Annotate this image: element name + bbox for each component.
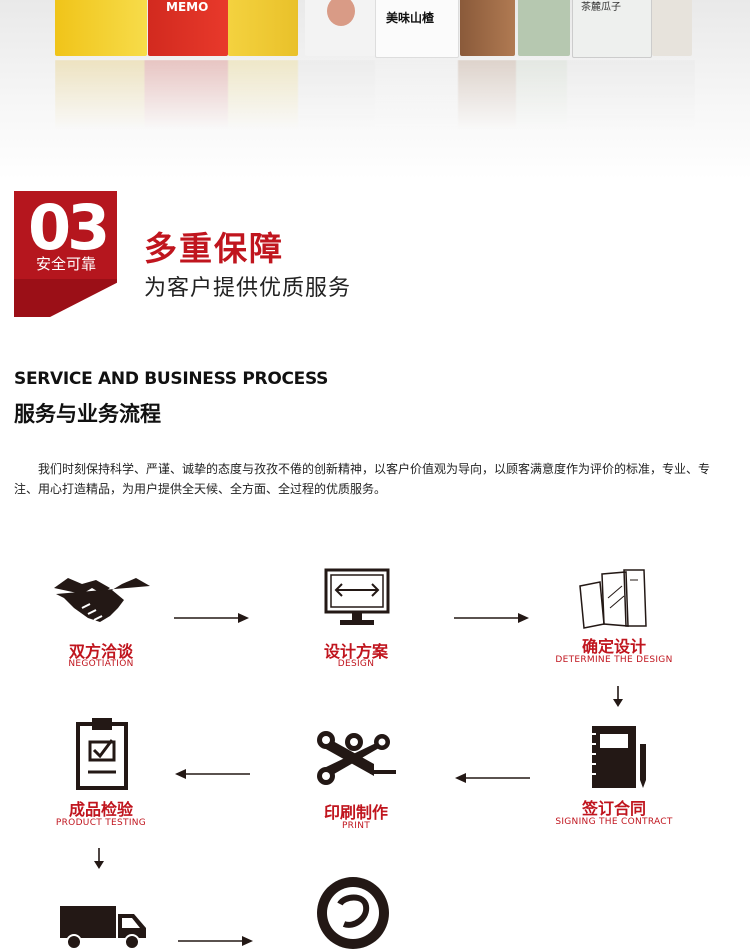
arrow-left-icon	[455, 773, 530, 783]
step-en-testing: PRODUCT TESTING	[55, 818, 147, 828]
package-hawthorn-text: 美味山楂	[386, 11, 435, 25]
step-label-contract: 签订合同	[581, 799, 646, 818]
package-memo-text: MEMO	[166, 0, 209, 14]
arrow-down-icon	[94, 848, 104, 869]
process-heading-cn: 服务与业务流程	[14, 402, 161, 426]
step-en-determine: DETERMINE THE DESIGN	[555, 655, 673, 665]
section-title: 多重保障	[144, 229, 284, 268]
arrow-left-icon	[175, 769, 250, 779]
package-character	[305, 0, 375, 56]
process-heading-en: SERVICE AND BUSINESS PROCESS	[14, 369, 329, 389]
print-rollers-icon	[317, 731, 396, 785]
package-snack-yellow	[55, 0, 147, 56]
step-label-testing: 成品检验	[68, 800, 133, 819]
step-en-negotiation: NEGOTIATION	[68, 659, 134, 669]
arrow-right-icon	[174, 613, 249, 623]
section-subtitle: 为客户提供优质服务	[144, 276, 352, 301]
banner-reflection	[55, 60, 695, 130]
notebook-icon	[590, 726, 646, 788]
product-banner: MEMO 美味山楂 茶麓瓜子	[0, 0, 750, 180]
arrow-right-icon	[454, 613, 529, 623]
step-en-design: DESIGN	[337, 659, 375, 669]
step-en-print: PRINT	[341, 821, 371, 831]
package-seeds-text: 茶麓瓜子	[581, 2, 621, 13]
package-seeds: 茶麓瓜子	[572, 0, 652, 58]
handshake-icon	[54, 578, 150, 622]
package-hawthorn: 美味山楂	[375, 0, 459, 58]
step-label-print: 印刷制作	[323, 803, 388, 822]
monitor-icon	[324, 568, 390, 625]
package-dates	[652, 0, 692, 56]
service-circle-icon	[317, 877, 389, 949]
step-label-negotiation: 双方洽谈	[68, 642, 133, 661]
badge-label: 安全可靠	[26, 251, 106, 277]
bags-icon	[579, 569, 647, 629]
process-description: 我们时刻保持科学、严谨、诚挚的态度与孜孜不倦的创新精神，以客户价值观为导向，以顾…	[14, 462, 711, 496]
package-banana	[228, 0, 298, 56]
package-memo: MEMO	[148, 0, 228, 56]
arrow-down-icon	[613, 686, 623, 707]
badge-number: 03	[28, 191, 110, 264]
step-en-contract: SIGNING THE CONTRACT	[555, 817, 673, 827]
package-coconut	[518, 0, 570, 56]
step-label-design: 设计方案	[323, 642, 388, 661]
package-nuts	[460, 0, 515, 56]
clipboard-check-icon	[76, 718, 128, 790]
arrow-right-icon	[178, 936, 253, 946]
truck-icon	[60, 906, 146, 950]
section-badge: 03 安全可靠	[14, 191, 117, 317]
step-label-determine: 确定设计	[581, 637, 646, 656]
